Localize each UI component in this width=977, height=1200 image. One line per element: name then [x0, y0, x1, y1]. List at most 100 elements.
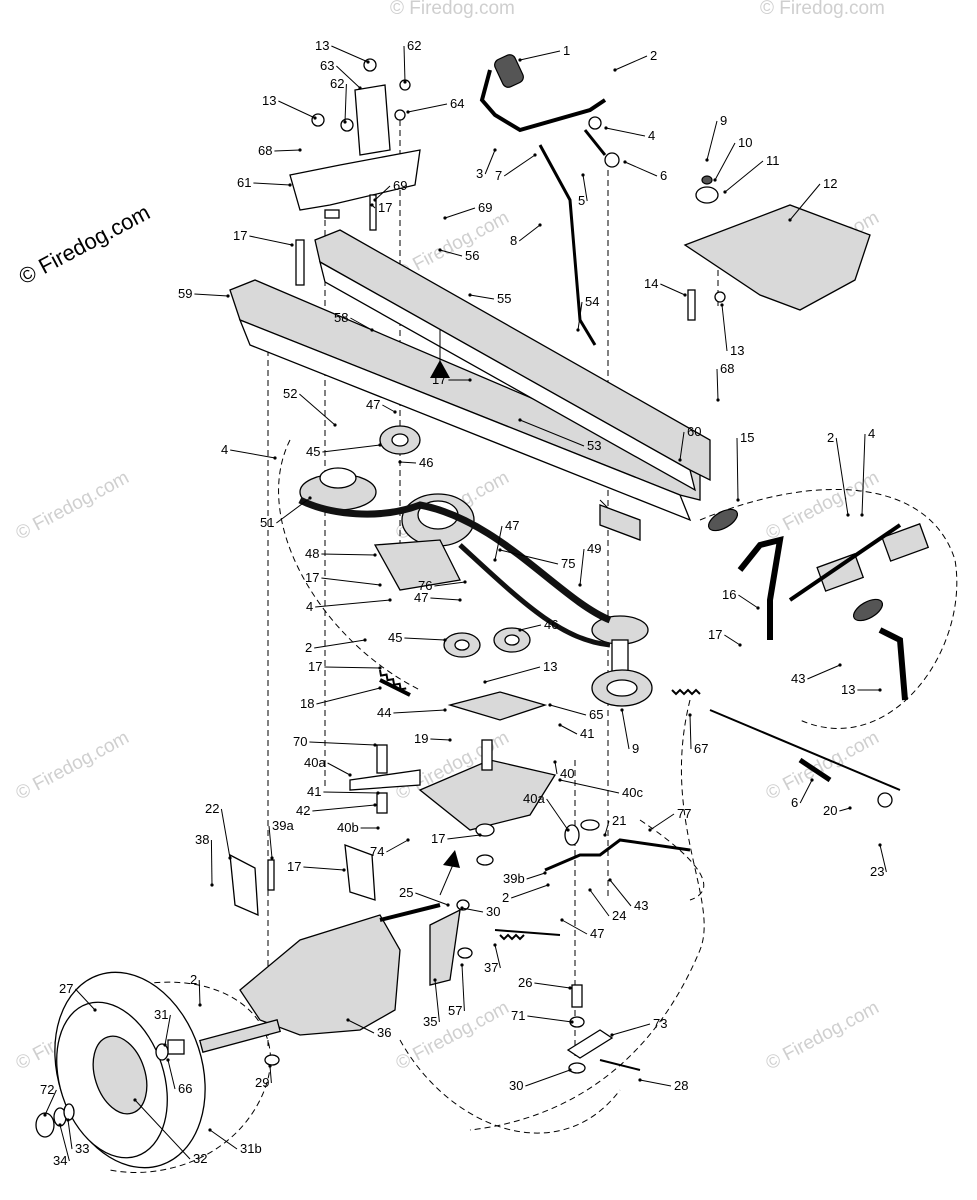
- direction-arrows: [430, 330, 460, 896]
- leader-line: [350, 317, 373, 331]
- leader-line: [519, 624, 542, 631]
- leader-dot: [558, 723, 562, 727]
- leader-dot: [846, 513, 850, 517]
- part-callout: 12: [823, 176, 837, 191]
- leader-line: [518, 224, 541, 242]
- copyright-label: © Firedog.com: [15, 199, 154, 289]
- leader-line: [430, 738, 451, 741]
- part-callout: 2: [650, 48, 657, 63]
- leader-line: [835, 437, 849, 516]
- watermark: © Firedog.com: [12, 727, 132, 804]
- pulleys: [298, 425, 653, 707]
- leader-dot: [498, 548, 502, 552]
- leader-line: [336, 65, 361, 89]
- leader-line: [386, 839, 409, 853]
- leader-dot: [166, 1058, 170, 1062]
- leader-dot: [460, 963, 464, 967]
- leader-dot: [290, 243, 294, 247]
- part-callout: 41: [307, 784, 321, 799]
- leader-dot: [406, 110, 410, 114]
- leader-line: [604, 820, 610, 836]
- leader-dot: [620, 708, 624, 712]
- part-callout: 17: [432, 372, 446, 387]
- part-callout: 47: [414, 590, 428, 605]
- part-callout: 24: [612, 908, 626, 923]
- leader-dot: [443, 216, 447, 220]
- part-callout: 17: [308, 659, 322, 674]
- watermark: © Firedog.com: [762, 997, 882, 1074]
- part-callout: 3: [476, 166, 483, 181]
- leader-dot: [568, 986, 572, 990]
- part-callout: 17: [431, 831, 445, 846]
- leader-line: [194, 293, 229, 297]
- leader-dot: [578, 583, 582, 587]
- part-callout: 32: [193, 1151, 207, 1166]
- leader-dot: [446, 903, 450, 907]
- leader-dot: [366, 60, 370, 64]
- part-callout: 13: [315, 38, 329, 53]
- leader-dot: [463, 580, 467, 584]
- leader-line: [519, 50, 561, 61]
- pedal-assembly: [707, 508, 930, 808]
- leader-line: [649, 813, 675, 831]
- leader-line: [276, 497, 311, 524]
- part-callout: 13: [262, 93, 276, 108]
- part-callout: 15: [740, 430, 754, 445]
- leader-line: [494, 944, 501, 969]
- leader-dot: [373, 198, 377, 202]
- leader-dot: [93, 1008, 97, 1012]
- leader-dot: [581, 173, 585, 177]
- leader-line: [134, 1099, 191, 1160]
- leader-line: [484, 149, 496, 175]
- leader-dot: [58, 1123, 62, 1127]
- part-callout: 4: [648, 128, 655, 143]
- part-callout: 22: [205, 801, 219, 816]
- part-callout: 13: [543, 659, 557, 674]
- axle-brackets: [229, 844, 376, 917]
- watermark: © Firedog.com: [390, 0, 515, 19]
- leader-dot: [270, 856, 274, 860]
- leader-line: [382, 404, 396, 413]
- part-callout: 49: [587, 541, 601, 556]
- part-callout: 71: [511, 1008, 525, 1023]
- part-callout: 44: [377, 705, 391, 720]
- part-callout: 45: [388, 630, 402, 645]
- part-callout: 25: [399, 885, 413, 900]
- part-callout: 61: [237, 175, 251, 190]
- part-callout: 59: [178, 286, 192, 301]
- leader-dot: [342, 868, 346, 872]
- leader-dot: [198, 1003, 202, 1007]
- leader-line: [839, 807, 851, 812]
- part-callout: 62: [407, 38, 421, 53]
- leader-line: [605, 127, 646, 137]
- leader-line: [461, 907, 484, 913]
- leader-line: [278, 100, 316, 119]
- part-callout: 52: [283, 386, 297, 401]
- leader-dot: [610, 1033, 614, 1037]
- leader-dot: [226, 294, 230, 298]
- part-callout: 54: [585, 294, 599, 309]
- leader-line: [331, 45, 369, 63]
- leader-dot: [478, 833, 482, 837]
- leader-dot: [613, 68, 617, 72]
- leader-dot: [648, 828, 652, 832]
- leader-line: [404, 637, 446, 641]
- part-callout: 40a: [523, 791, 545, 806]
- leader-line: [299, 393, 336, 426]
- leader-line: [444, 207, 476, 219]
- leader-line: [799, 779, 813, 804]
- leader-line: [439, 249, 463, 257]
- leader-dot: [756, 606, 760, 610]
- part-callout: 9: [632, 741, 639, 756]
- leader-dot: [848, 806, 852, 810]
- part-callout: 68: [258, 143, 272, 158]
- part-callout: 36: [377, 1025, 391, 1040]
- leader-dot: [358, 86, 362, 90]
- part-callout: 48: [305, 546, 319, 561]
- leader-line: [393, 709, 446, 714]
- part-callout: 9: [720, 113, 727, 128]
- leader-dot: [378, 583, 382, 587]
- leader-dot: [373, 803, 377, 807]
- leader-dot: [518, 58, 522, 62]
